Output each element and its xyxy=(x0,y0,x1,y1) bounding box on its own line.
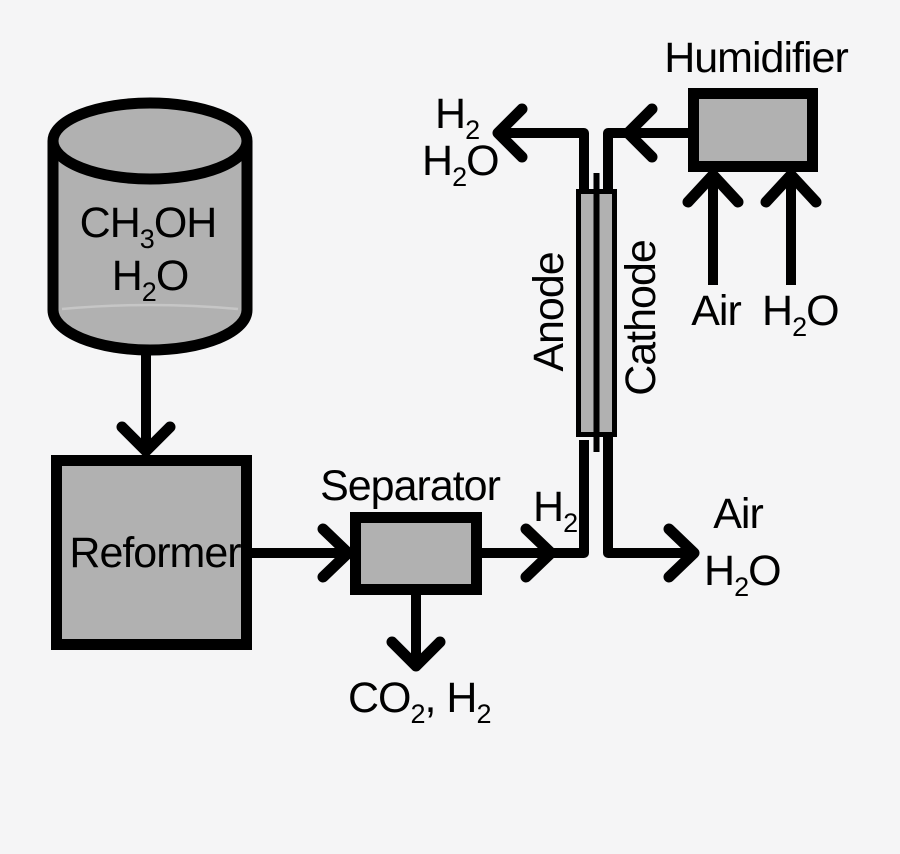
pipe-separator-to-anode xyxy=(482,440,589,558)
humidifier-h2o-in-label: H2O xyxy=(762,287,839,342)
h2-feed-label: H2 xyxy=(533,483,577,538)
flow-lines xyxy=(141,128,796,665)
anode-exhaust-label-h2: H2 xyxy=(435,90,479,145)
humidifier-box xyxy=(688,88,818,172)
humidifier-label: Humidifier xyxy=(664,34,848,82)
arrow-air-up xyxy=(682,169,744,208)
anode-label: Anode xyxy=(525,252,573,371)
reformer-box xyxy=(51,455,252,650)
pipe-anode-exhaust xyxy=(500,128,589,192)
cathode-exhaust-h2o-label: H2O xyxy=(704,547,781,602)
anode-exhaust-label-h2o: H2O xyxy=(422,137,499,192)
tank-body xyxy=(47,141,253,356)
arrow-into-cathode-left xyxy=(622,103,658,163)
arrowheads xyxy=(116,103,822,672)
tank-liquid-seam xyxy=(61,303,239,311)
arrow-h2o-up xyxy=(760,169,822,208)
arrow-h2-right xyxy=(520,523,557,583)
arrow-into-separator xyxy=(317,523,354,583)
tank-label-line1: CH3OH xyxy=(80,199,217,254)
arrow-anode-exhaust-left xyxy=(492,103,528,163)
tank-lid xyxy=(47,97,253,185)
cathode-exhaust-air-label: Air xyxy=(713,490,763,538)
arrow-cathode-exhaust-right xyxy=(663,523,700,583)
tank-label-line2: H2O xyxy=(112,252,189,307)
humidifier-air-in-label: Air xyxy=(691,287,741,335)
reformer-label: Reformer xyxy=(69,529,241,577)
tank-node xyxy=(47,97,253,356)
fuel-cell-node xyxy=(576,173,617,452)
pipe-humidifier-to-cathode xyxy=(603,128,688,192)
separator-label: Separator xyxy=(320,462,501,510)
cathode-label: Cathode xyxy=(617,240,665,396)
offgas-label: CO2, H2 xyxy=(348,674,491,729)
arrow-into-reformer xyxy=(116,421,176,457)
arrow-offgas-down xyxy=(386,636,446,672)
pipe-cathode-exhaust xyxy=(603,435,693,558)
separator-box xyxy=(350,512,482,595)
